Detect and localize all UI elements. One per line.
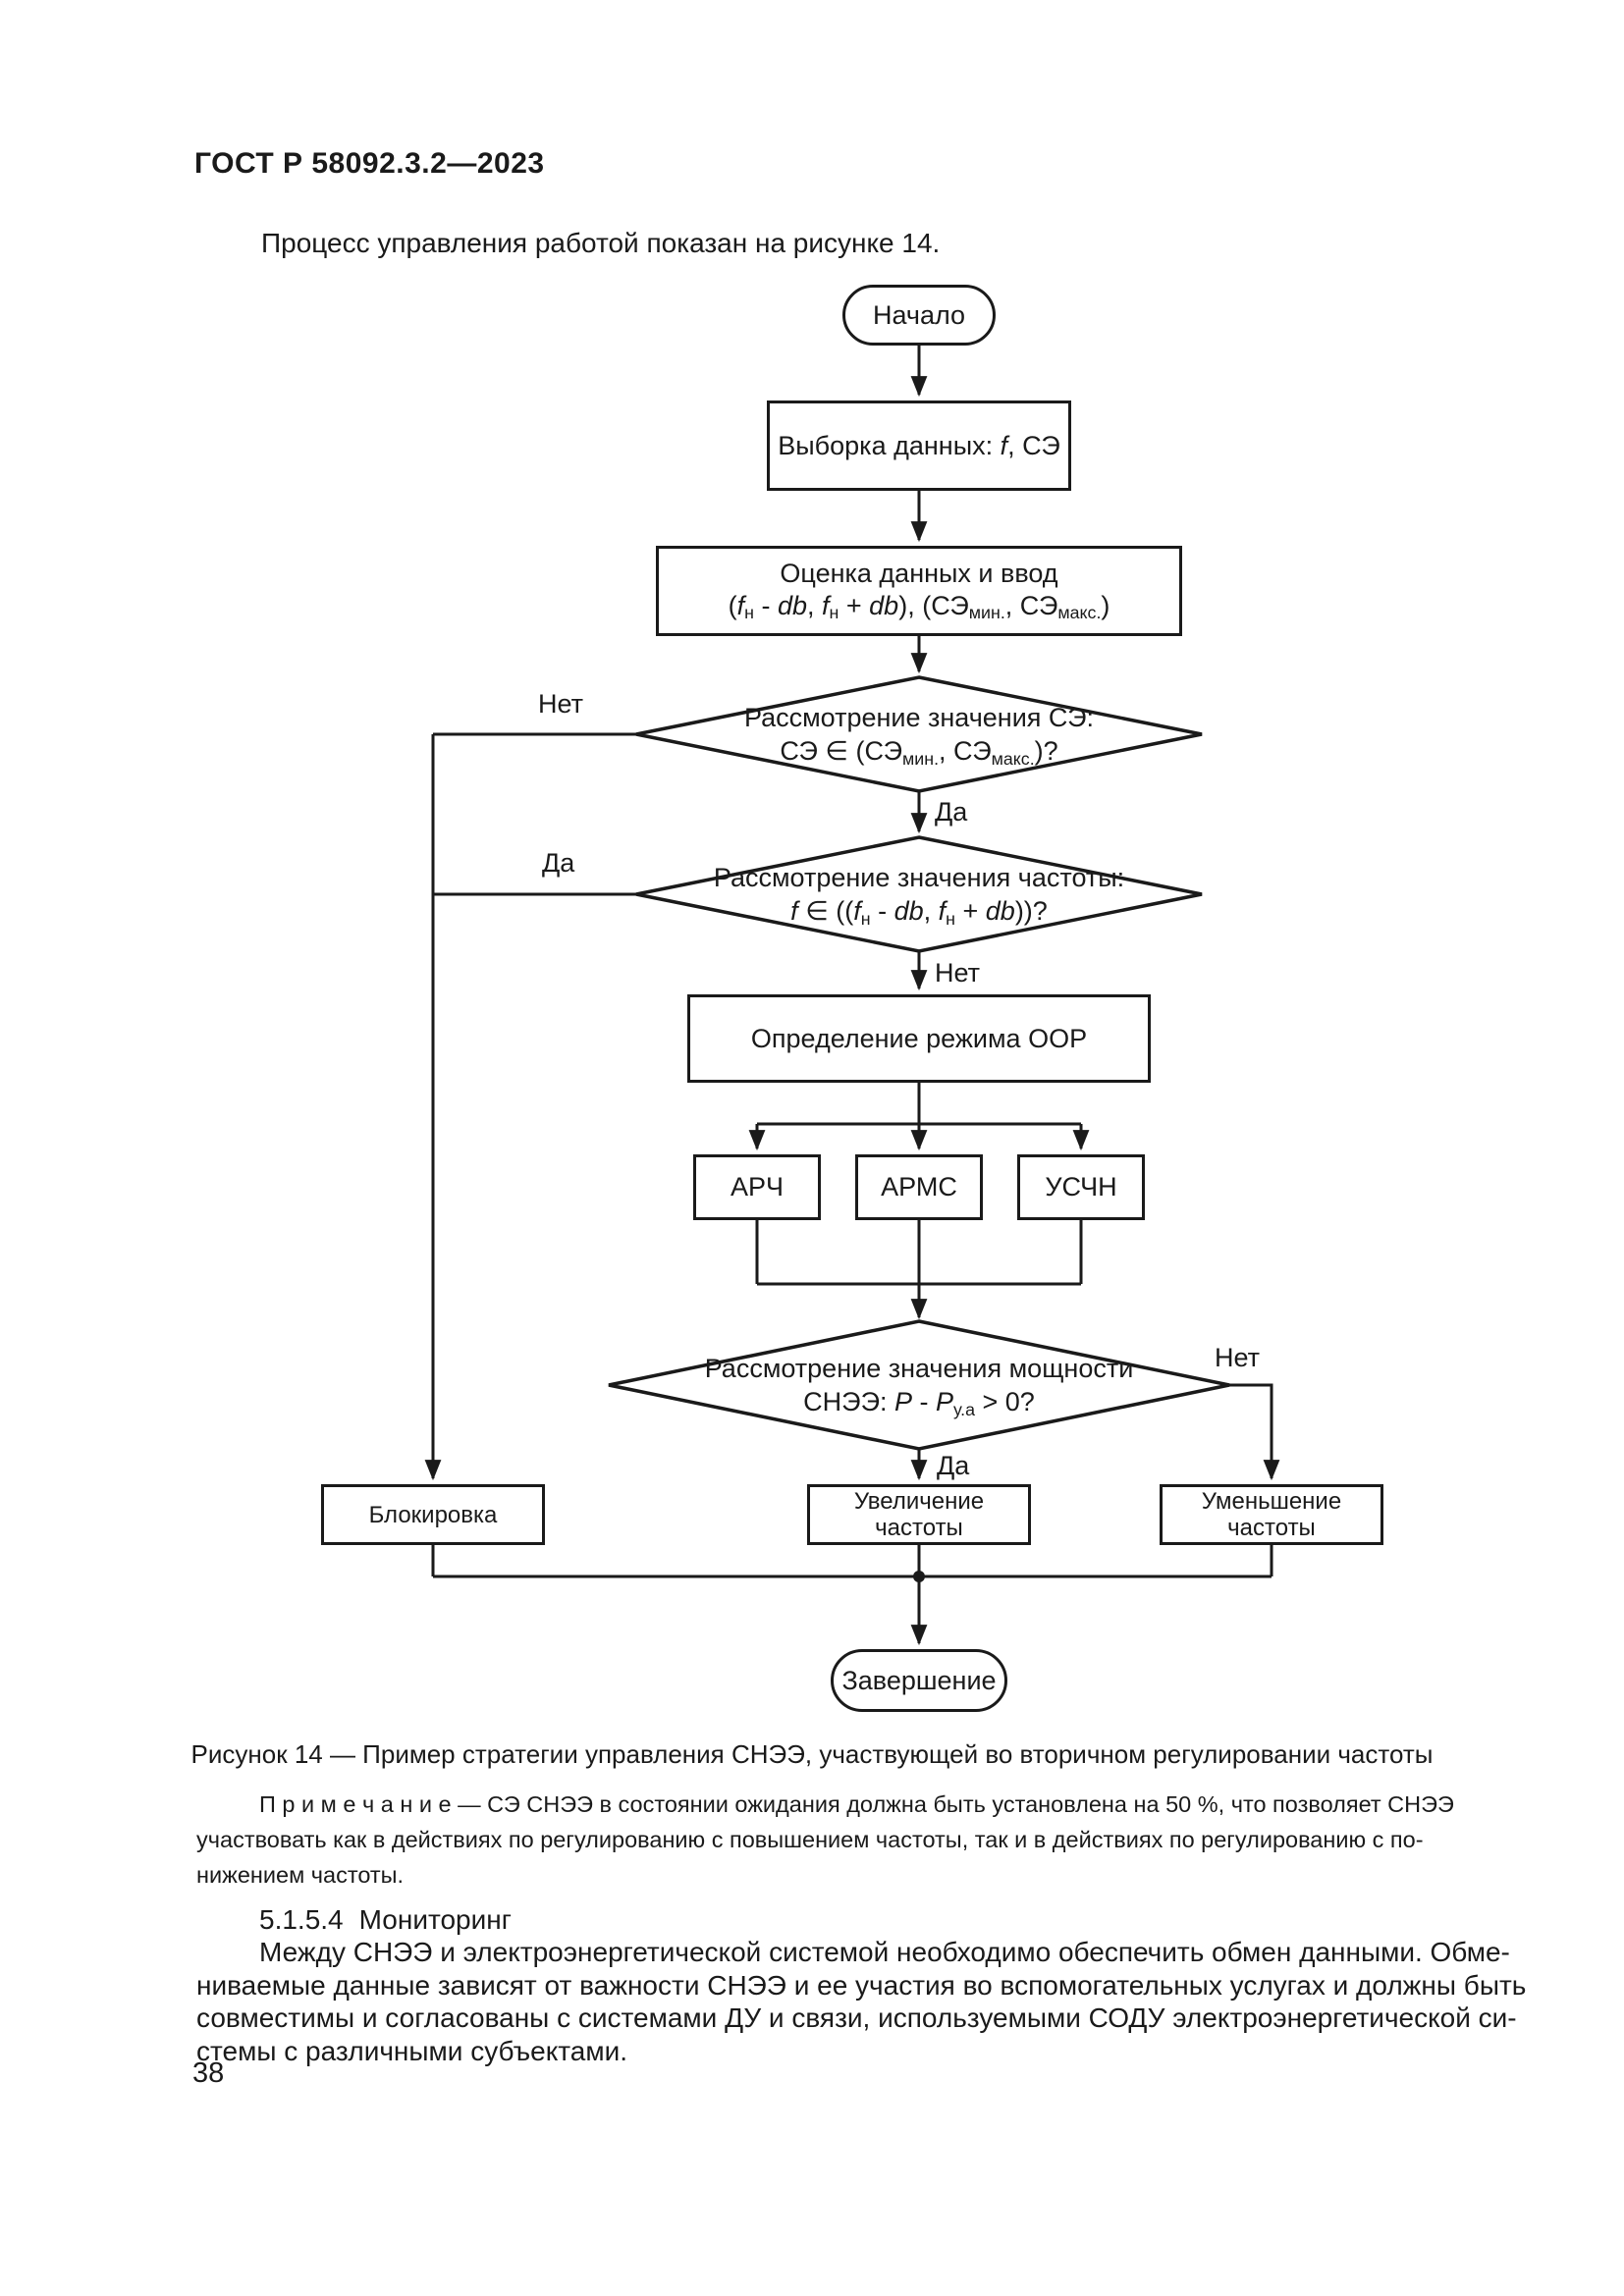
uschn-box: УСЧН — [1017, 1154, 1145, 1220]
decision-freq-line2: f ∈ ((fн - db, fн + db))? — [790, 896, 1048, 929]
decision-power-shape — [608, 1319, 1230, 1451]
mode-box: Определение режима ООР — [687, 994, 1151, 1083]
data-select-box: Выборка данных: f, СЭ — [767, 400, 1071, 491]
start-node: Начало — [842, 285, 996, 346]
note-paragraph: П р и м е ч а н и е — СЭ СНЭЭ в состояни… — [196, 1787, 1454, 1893]
decision-freq-no-label: Нет — [935, 958, 980, 988]
figure-caption: Рисунок 14 — Пример стратегии управления… — [190, 1739, 1434, 1769]
note-line: нижением частоты. — [196, 1862, 405, 1888]
note-line: участвовать как в действиях по регулиров… — [196, 1827, 1424, 1852]
decision-power-yes-label: Да — [937, 1451, 970, 1480]
decision-soc-yes-label: Да — [935, 797, 968, 827]
data-eval-line1: Оценка данных и ввод — [780, 558, 1058, 588]
decision-power-line2: СНЭЭ: P - Pу.а > 0? — [803, 1387, 1035, 1419]
decision-freq-line1: Рассмотрение значения частоты: — [713, 863, 1125, 892]
arch-box: АРЧ — [693, 1154, 821, 1220]
body-line: ниваемые данные зависят от важности СНЭЭ… — [196, 1969, 1527, 2001]
decision-soc-line2: СЭ ∈ (СЭмин., СЭмакс.)? — [780, 736, 1058, 769]
increase-label: Увеличение частоты — [853, 1488, 985, 1541]
section-title: Мониторинг — [358, 1904, 512, 1935]
end-node: Завершение — [831, 1649, 1007, 1712]
decision-soc-shape — [635, 675, 1203, 793]
decision-freq: Рассмотрение значения частоты: f ∈ ((fн … — [674, 861, 1164, 931]
decision-power-line1: Рассмотрение значения мощности — [704, 1354, 1134, 1383]
note-line: П р и м е ч а н и е — СЭ СНЭЭ в состояни… — [259, 1791, 1454, 1817]
decision-soc-no-label: Нет — [538, 689, 583, 719]
decision-freq-yes-label: Да — [542, 848, 575, 878]
body-paragraph: Между СНЭЭ и электроэнергетической систе… — [196, 1936, 1527, 2067]
arms-box: АРМС — [855, 1154, 983, 1220]
decision-soc-line1: Рассмотрение значения СЭ: — [743, 703, 1095, 732]
decrease-label: Уменьшение частоты — [1201, 1488, 1342, 1541]
data-eval-box: Оценка данных и ввод (fн - db, fн + db),… — [656, 546, 1182, 636]
body-line: Между СНЭЭ и электроэнергетической систе… — [259, 1937, 1510, 1967]
decision-freq-shape — [635, 835, 1203, 953]
connector-lines — [424, 346, 1280, 1646]
data-eval-line2: (fн - db, fн + db), (СЭмин., СЭмакс.) — [728, 590, 1110, 623]
document-code: ГОСТ Р 58092.3.2—2023 — [194, 147, 545, 180]
body-line: совместимы и согласованы с системами ДУ … — [196, 2002, 1517, 2033]
block-box: Блокировка — [321, 1484, 545, 1545]
decision-power: Рассмотрение значения мощности СНЭЭ: P -… — [674, 1352, 1164, 1421]
decision-power-no-label: Нет — [1215, 1343, 1260, 1372]
intro-paragraph: Процесс управления работой показан на ри… — [261, 228, 941, 258]
merge-junction-dot — [913, 1571, 925, 1582]
decrease-box: Уменьшение частоты — [1160, 1484, 1383, 1545]
decision-soc: Рассмотрение значения СЭ: СЭ ∈ (СЭмин., … — [674, 701, 1164, 771]
section-number: 5.1.5.4 — [259, 1904, 344, 1935]
increase-box: Увеличение частоты — [807, 1484, 1031, 1545]
body-line: стемы с различными субъектами. — [196, 2035, 628, 2066]
section-heading: 5.1.5.4 Мониторинг — [259, 1904, 512, 1936]
page-number: 38 — [192, 2057, 225, 2089]
